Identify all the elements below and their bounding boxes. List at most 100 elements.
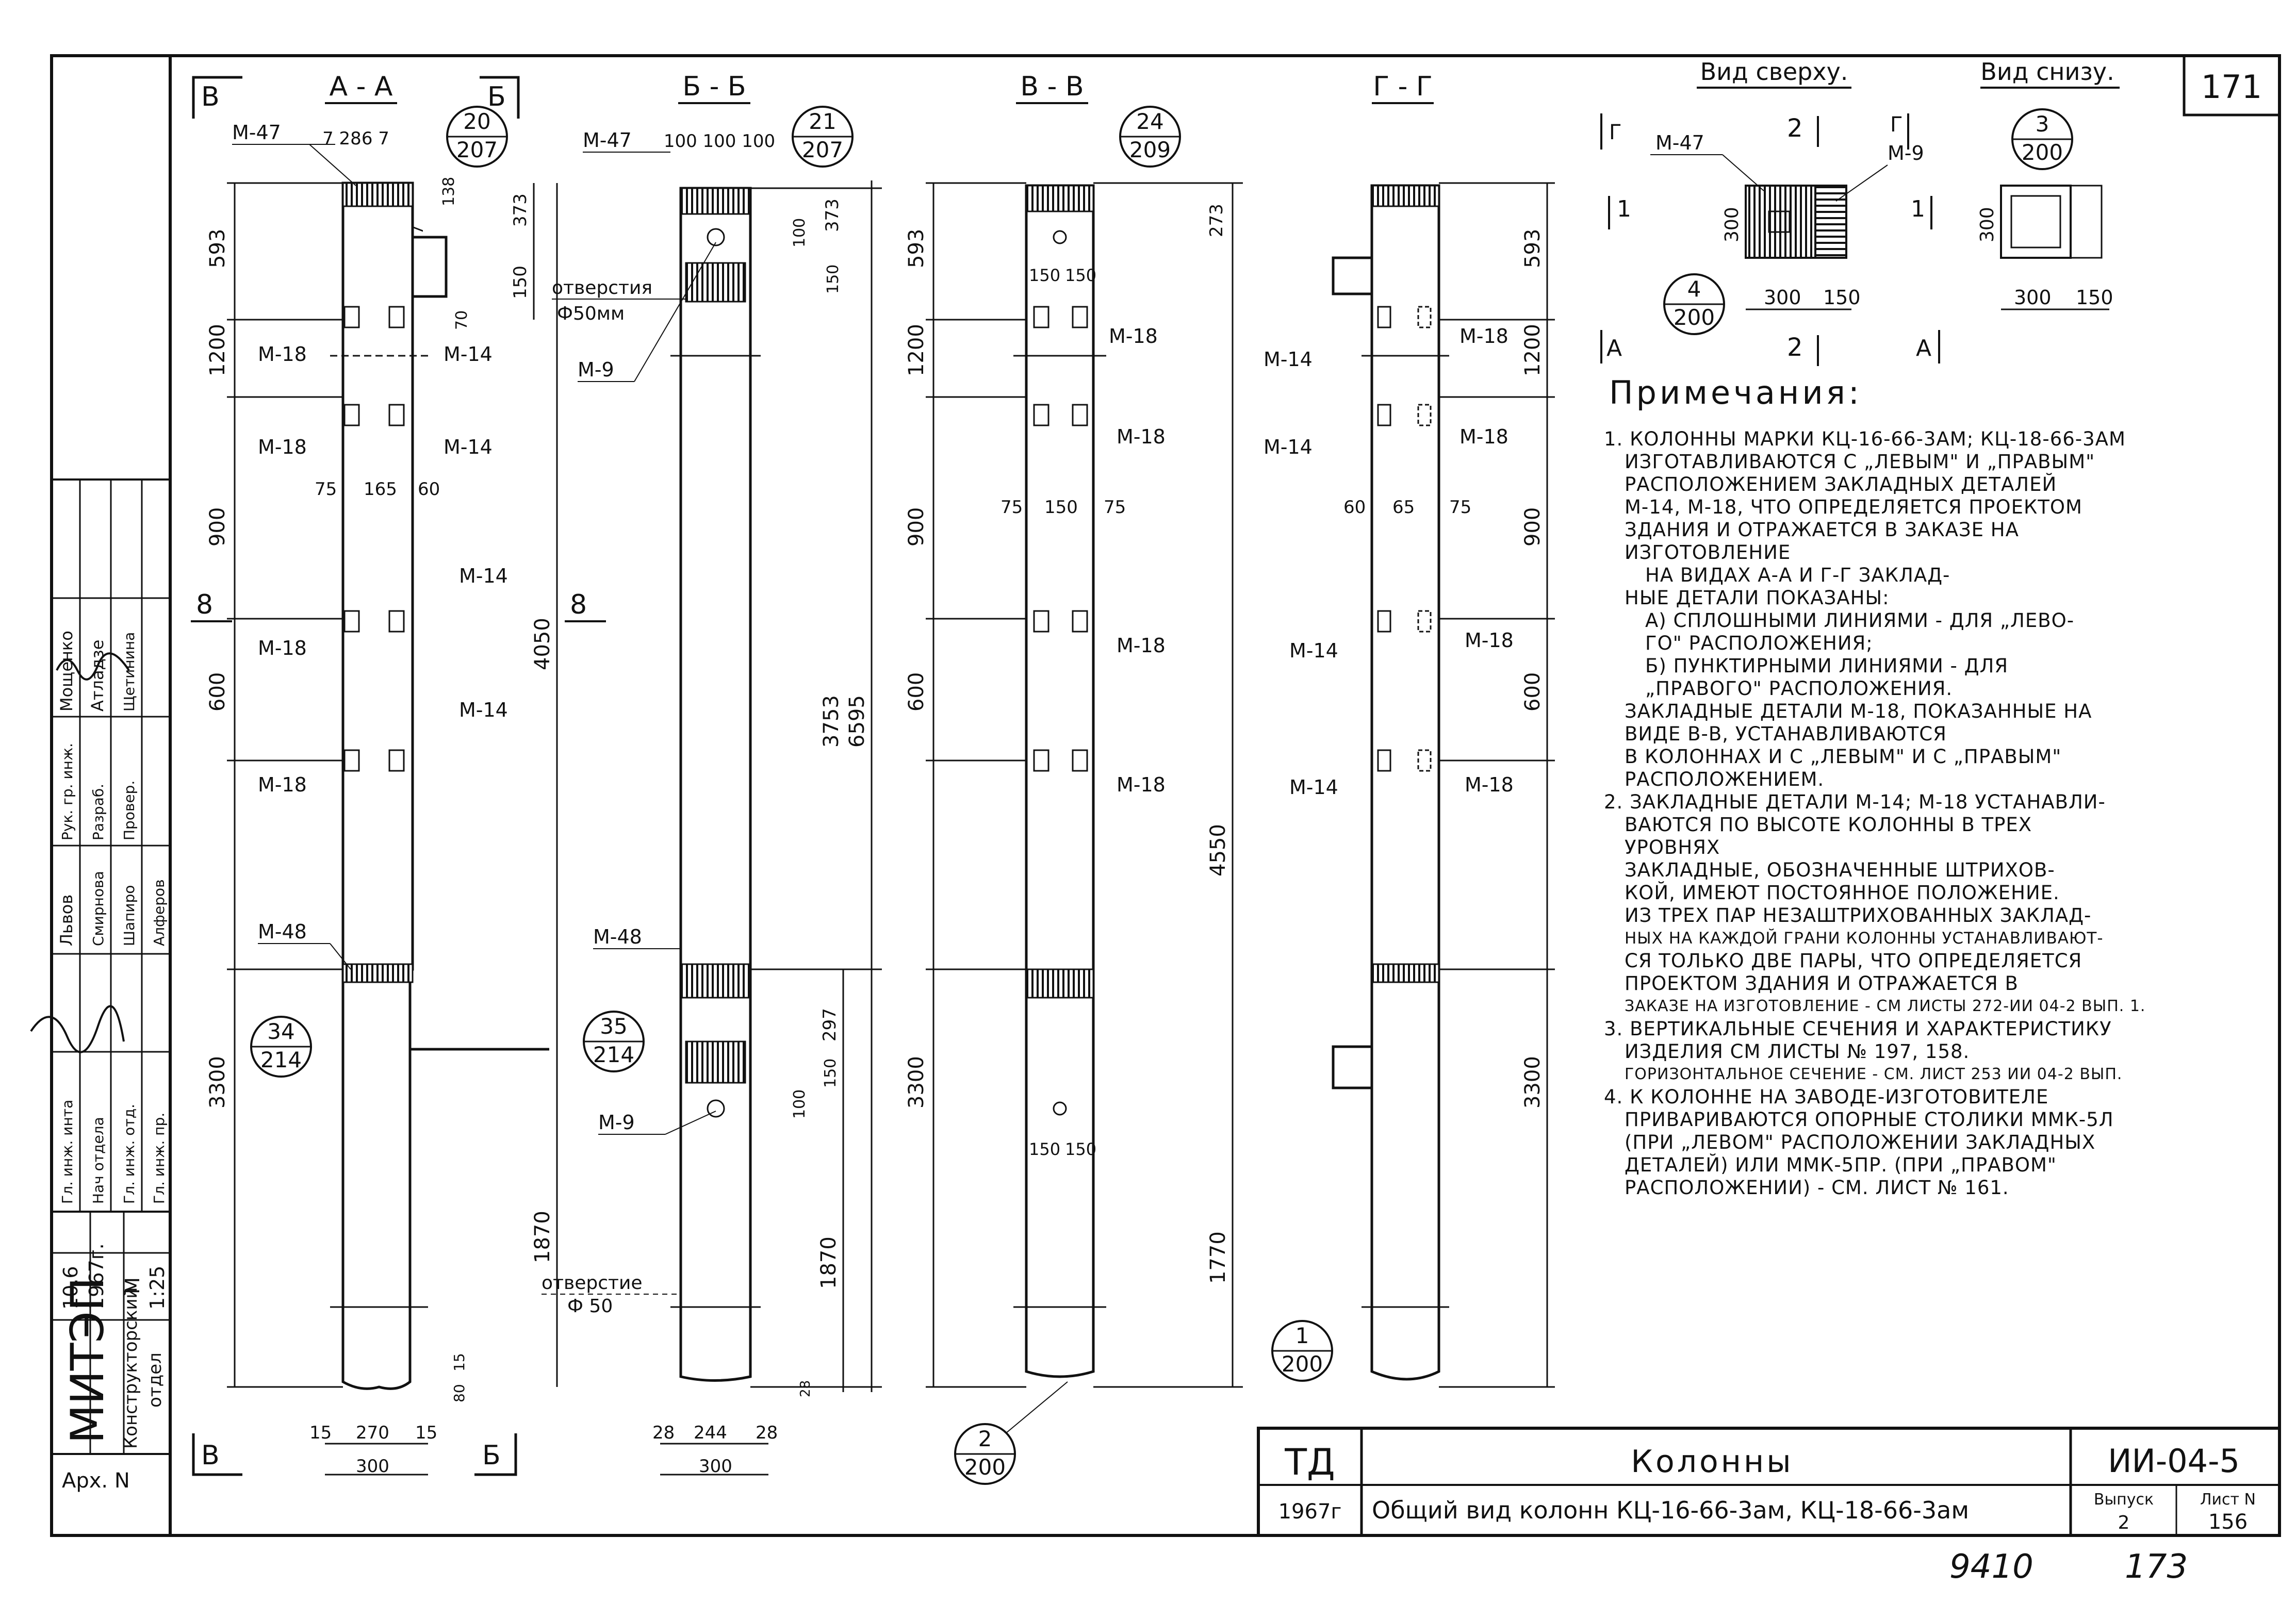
dim-aa-1870: 1870: [531, 1211, 554, 1263]
dim-vv-593: 593: [905, 229, 928, 268]
note-line: „правого" расположения.: [1645, 677, 1953, 700]
dim-vv-150a: 150: [1029, 266, 1060, 285]
label-aa-m18-4: М-18: [258, 773, 307, 796]
note-line: ся только две пары, что определяется: [1625, 950, 2082, 972]
note-line: расположением.: [1625, 768, 1825, 790]
stamp-name-5: Шапиро: [121, 885, 138, 946]
note-line: ваются по высоте колонны в трех: [1625, 814, 2032, 836]
dim-bb-top: 100 100 100: [664, 131, 775, 152]
label-aa-m14-1: М-14: [444, 343, 493, 366]
signature-scribble: [30, 1005, 125, 1053]
note-line: Из трех пар незаштрихованных заклад-: [1625, 904, 2092, 927]
tb-title: Колонны: [1631, 1444, 1793, 1480]
left-stamp: МИТЭП Конструкторский отдел Арх. N 10.6 …: [30, 478, 170, 1493]
svg-text:214: 214: [593, 1042, 634, 1067]
label-bb-m9-1: М-9: [578, 358, 614, 381]
svg-text:200: 200: [1674, 305, 1715, 330]
top-view-label: Вид сверху.: [1700, 58, 1848, 86]
svg-text:214: 214: [260, 1047, 302, 1072]
dim-vv-150b: 150: [1065, 266, 1096, 285]
label-vv-m18-4: М-18: [1117, 773, 1166, 796]
note-line: 4. К колонне на заводе-изготовителе: [1604, 1086, 2049, 1108]
hole-label-1b: Ф50мм: [557, 303, 625, 324]
svg-text:1: 1: [1617, 196, 1631, 222]
notes-title: Примечания:: [1609, 374, 1862, 411]
embedded-m47: [342, 182, 414, 207]
dim-bb-100: 100: [791, 218, 809, 247]
dim-bb-1870: 1870: [817, 1236, 841, 1289]
label-vv-m18-1: М-18: [1109, 325, 1158, 348]
label-bb-m47: М-47: [583, 129, 632, 152]
dim-aa-b15: 15: [309, 1423, 332, 1443]
dim-aa-75: 75: [315, 479, 337, 500]
svg-text:4: 4: [1687, 276, 1701, 302]
hole-label-1a: отверстия: [552, 277, 652, 299]
callout-3: 3 200: [2011, 108, 2073, 170]
note-line: 1. Колонны марки КЦ-16-66-3ам; КЦ-18-66-…: [1604, 428, 2126, 450]
callout-24: 24 209: [1119, 106, 1181, 168]
stamp-scale2: 1:25: [146, 1266, 169, 1310]
label-gg-m14-2: М-14: [1264, 436, 1313, 458]
label-aa-m14-4: М-14: [459, 699, 508, 721]
top-view: Г Г 2 2 1 1 А А М-47 М-9 300 300 150: [1600, 113, 1940, 366]
note-line: 2. Закладные детали М-14; М-18 устанавли…: [1604, 791, 2106, 813]
label-aa-m18-2: М-18: [258, 436, 307, 458]
stamp-org: МИТЭП: [61, 1277, 114, 1444]
tb-td: ТД: [1284, 1441, 1335, 1483]
bottom-view-label: Вид снизу.: [1980, 58, 2114, 86]
note-line: виде В-В, устанавливаются: [1625, 723, 1947, 745]
stamp-role-4: Рук. гр. инж.: [59, 743, 76, 840]
dim-aa-165: 165: [364, 479, 397, 500]
column-aa-outline: [341, 181, 414, 1390]
dim-vv-273: 273: [1206, 204, 1227, 237]
svg-text:А: А: [1916, 335, 1931, 361]
stamp-dept2: отдел: [145, 1352, 166, 1408]
column-vv-outline: [1025, 184, 1095, 1378]
cut-mark-b-bottom: Б: [482, 1440, 501, 1471]
cut-marks: В Б В Б 8 8: [191, 76, 606, 1476]
dim-bb-6595: 6595: [845, 695, 869, 748]
callout-21: 21 207: [792, 106, 854, 168]
dim-gg-900: 900: [1521, 507, 1545, 547]
embedded-m48-bb: [680, 963, 751, 999]
dim-vv-4550: 4550: [1206, 824, 1230, 877]
note-line: Закладные, обозначенные штрихов-: [1625, 859, 2055, 881]
dim-aa-80: 80: [451, 1384, 468, 1402]
dim-vv-75: 75: [1001, 497, 1023, 518]
dim-gg-65: 65: [1392, 497, 1415, 518]
stamp-name-3: Львов: [57, 895, 76, 946]
note-line: изготавливаются с „левым" и „правым": [1625, 451, 2095, 473]
dim-bb-b28r: 28: [756, 1423, 778, 1443]
dim-bb-b300: 300: [699, 1456, 732, 1477]
dim-bb-3753: 3753: [819, 695, 843, 748]
note-line: ные детали показаны:: [1625, 587, 1890, 609]
bottom-view: 300 300 150: [1977, 185, 2113, 310]
stamp-dept1: Конструкторский: [121, 1287, 141, 1449]
cut-two-bottom: 2: [1787, 333, 1803, 362]
embedded-m47-vv: [1025, 185, 1094, 212]
stamp-role-3: Гл. инж. пр.: [151, 1113, 168, 1204]
svg-text:24: 24: [1136, 109, 1163, 134]
column-bb-outline: [679, 187, 752, 1382]
embedded-m48-vv: [1025, 968, 1094, 999]
label-top-m9: М-9: [1888, 142, 1924, 164]
dim-vv-600: 600: [905, 672, 928, 712]
dim-bb-100b: 100: [791, 1089, 809, 1119]
tb-issue-label: Выпуск: [2094, 1491, 2154, 1509]
note-line: 3. Вертикальные сечения и характеристику: [1604, 1018, 2112, 1040]
svg-text:207: 207: [802, 137, 843, 162]
svg-text:2: 2: [978, 1426, 992, 1451]
stamp-scale1: М: [121, 1277, 144, 1294]
sheet-number-box: [2183, 54, 2281, 117]
label-aa-m14-3: М-14: [459, 565, 508, 587]
dim-aa-b270: 270: [356, 1423, 389, 1443]
dim-aa-593: 593: [206, 229, 229, 268]
note-line: изготовление: [1625, 541, 1791, 564]
label-gg-m18-3: М-18: [1465, 629, 1514, 652]
stamp-arch: Арх. N: [62, 1469, 130, 1493]
dim-bb-b244: 244: [694, 1423, 727, 1443]
dim-aa-70: 70: [453, 310, 471, 330]
label-aa-m14-2: М-14: [444, 436, 493, 458]
label-gg-m18-2: М-18: [1459, 425, 1508, 448]
